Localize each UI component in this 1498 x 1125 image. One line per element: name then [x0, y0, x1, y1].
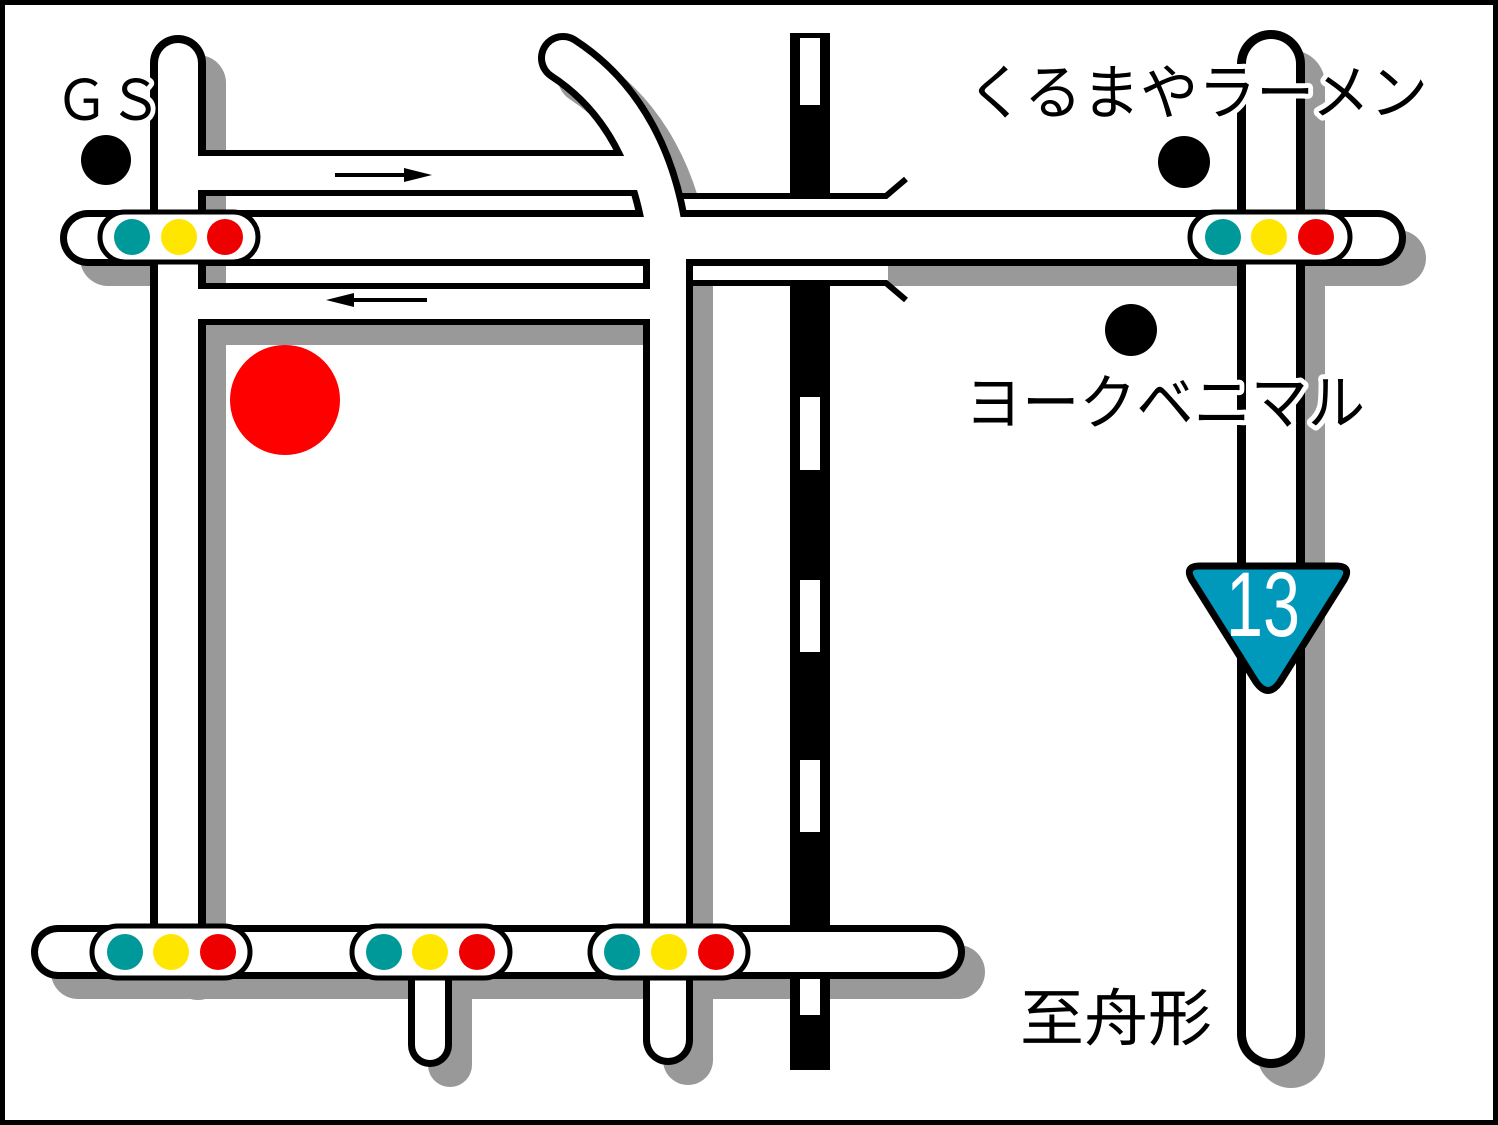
railway-dash [800, 397, 820, 470]
signal-red-light-icon [207, 219, 243, 255]
traffic-signal-icon [89, 923, 253, 981]
signal-red-light-icon [698, 934, 734, 970]
one-way-arrow-west-icon [326, 293, 427, 307]
railway-dash [800, 760, 820, 832]
landmark-dot-gas-station-icon [81, 135, 131, 185]
signal-green-light-icon [366, 934, 402, 970]
label-ramen-shop: くるまやラーメン [967, 59, 1428, 129]
signal-green-light-icon [114, 219, 150, 255]
traffic-signal-icon [97, 209, 261, 265]
signal-green-light-icon [604, 934, 640, 970]
route-shield-shape [1185, 562, 1351, 694]
signal-yellow-light-icon [153, 934, 189, 970]
signal-green-light-icon [1205, 219, 1241, 255]
traffic-signal-icon [587, 923, 751, 981]
signal-red-light-icon [459, 934, 495, 970]
one-way-arrow-east-icon [335, 168, 432, 182]
landmark-dot-supermarket-icon [1105, 304, 1157, 356]
route-shield-number: 13 [1226, 554, 1300, 656]
railway-dash [800, 580, 820, 652]
destination-marker-icon [230, 345, 340, 455]
railway-line [790, 33, 830, 1070]
signal-yellow-light-icon [1251, 219, 1287, 255]
route-shield-icon: 13 [1185, 554, 1351, 694]
landmark-dot-ramen-shop-icon [1158, 136, 1210, 188]
railway-dash [800, 38, 820, 105]
signal-red-light-icon [1298, 219, 1334, 255]
railway-track [790, 33, 830, 1070]
signal-green-light-icon [107, 934, 143, 970]
signal-yellow-light-icon [412, 934, 448, 970]
label-direction: 至舟形 [1020, 982, 1212, 1055]
label-gas-station: ＧＳ [55, 69, 162, 134]
traffic-signal-icon [1187, 209, 1353, 265]
overpass-railing-north [680, 176, 908, 199]
overpass-railing-south [690, 280, 908, 303]
label-supermarket: ヨークベニマル [965, 369, 1365, 439]
signal-yellow-light-icon [161, 219, 197, 255]
signal-yellow-light-icon [651, 934, 687, 970]
signal-red-light-icon [200, 934, 236, 970]
road-middle [545, 40, 686, 1058]
traffic-signal-icon [349, 923, 513, 981]
